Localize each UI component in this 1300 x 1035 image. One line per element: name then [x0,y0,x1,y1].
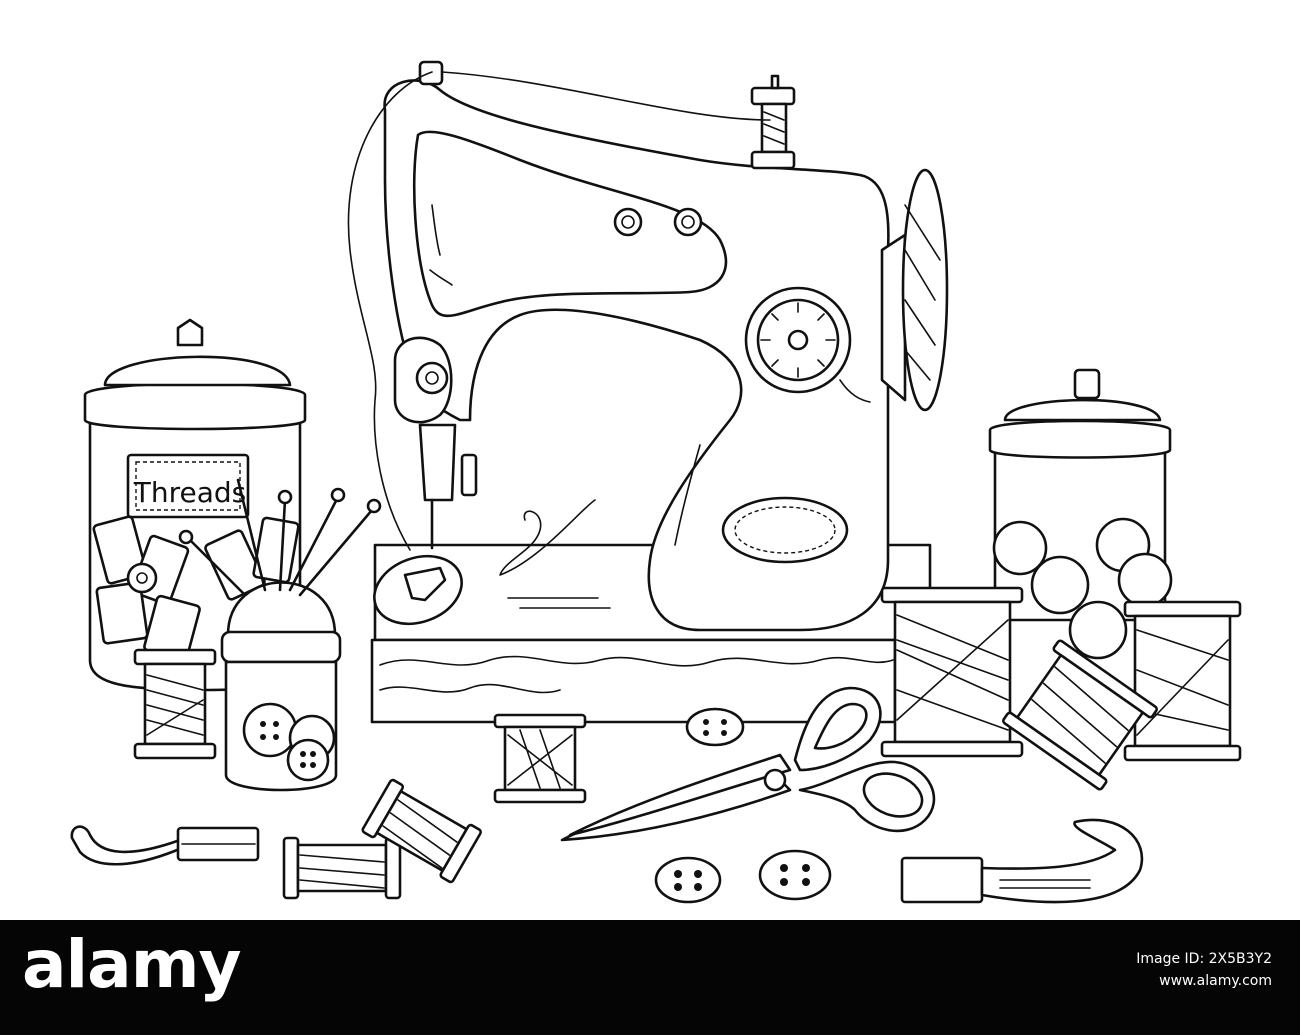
right-tape-piece [900,818,1144,904]
large-spool [880,586,1024,758]
sewing-illustration: Threads [70,60,1242,904]
button-bottom-right [758,849,832,901]
button-bottom-left [654,856,722,904]
center-spool [493,713,587,804]
buttons-jar [988,368,1173,622]
tilted-spool [1002,639,1158,791]
left-tape-piece [70,825,260,866]
sewing-machine [347,60,949,632]
floating-button [1068,600,1128,660]
bottom-spool-tilted [361,778,482,884]
stock-banner [0,920,1300,1035]
site-url: www.alamy.com [1159,973,1272,989]
scissors [560,686,936,842]
image-id-caption: Image ID: 2X5B3Y2 [1136,951,1272,967]
right-spool [1123,600,1242,762]
pin-cushion [178,478,382,792]
bottom-spool-left [282,836,402,900]
brand-logo: alamy [22,926,241,1003]
banner-meta: Image ID: 2X5B3Y2 www.alamy.com [1136,948,1272,992]
button-top-center [685,707,745,747]
jar-label-text: Threads [133,476,247,509]
threads-jar: Threads [83,318,307,760]
